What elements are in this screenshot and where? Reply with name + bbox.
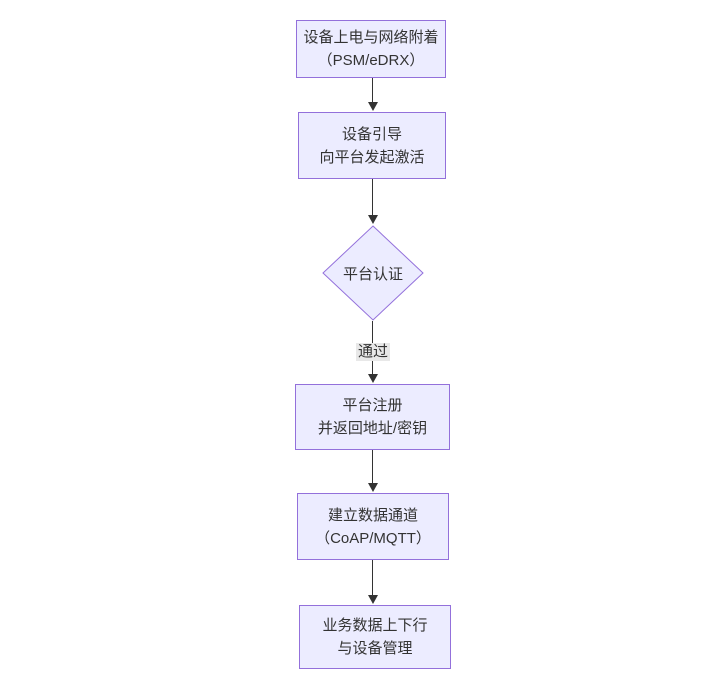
edge-label-pass: 通过 <box>355 343 391 361</box>
node-power-network-attach: 设备上电与网络附着 （PSM/eDRX） <box>296 20 446 78</box>
node-text-line: 平台注册 <box>342 397 403 414</box>
arrow-line <box>372 450 373 484</box>
arrow-head-icon <box>368 483 378 492</box>
node-text-line: 设备上电与网络附着 <box>303 29 439 46</box>
node-device-bootstrap: 设备引导 向平台发起激活 <box>298 112 446 179</box>
node-text-line: 平台认证 <box>342 265 403 283</box>
node-platform-auth-decision: 平台认证 <box>322 225 424 321</box>
node-text-line: 并返回地址/密钥 <box>317 420 428 437</box>
node-platform-register: 平台注册 并返回地址/密钥 <box>295 384 450 450</box>
node-text-line: （CoAP/MQTT） <box>315 529 431 547</box>
arrow-head-icon <box>368 215 378 224</box>
node-text-line: 向平台发起激活 <box>319 148 425 166</box>
node-data-channel: 建立数据通道 （CoAP/MQTT） <box>297 493 449 560</box>
arrow-line <box>372 179 373 216</box>
arrow-head-icon <box>368 102 378 111</box>
node-text-line: 业务数据上下行 <box>322 617 428 634</box>
arrow-head-icon <box>368 595 378 604</box>
arrow-head-icon <box>368 374 378 383</box>
arrow-line <box>372 78 373 103</box>
diamond-shape <box>322 225 424 321</box>
node-text-line: 建立数据通道 <box>327 506 418 524</box>
node-text-line: （PSM/eDRX） <box>317 52 425 69</box>
node-text-line: 与设备管理 <box>337 640 413 657</box>
node-business-data-management: 业务数据上下行 与设备管理 <box>299 605 451 669</box>
node-text-line: 设备引导 <box>341 125 402 143</box>
arrow-line <box>372 560 373 596</box>
